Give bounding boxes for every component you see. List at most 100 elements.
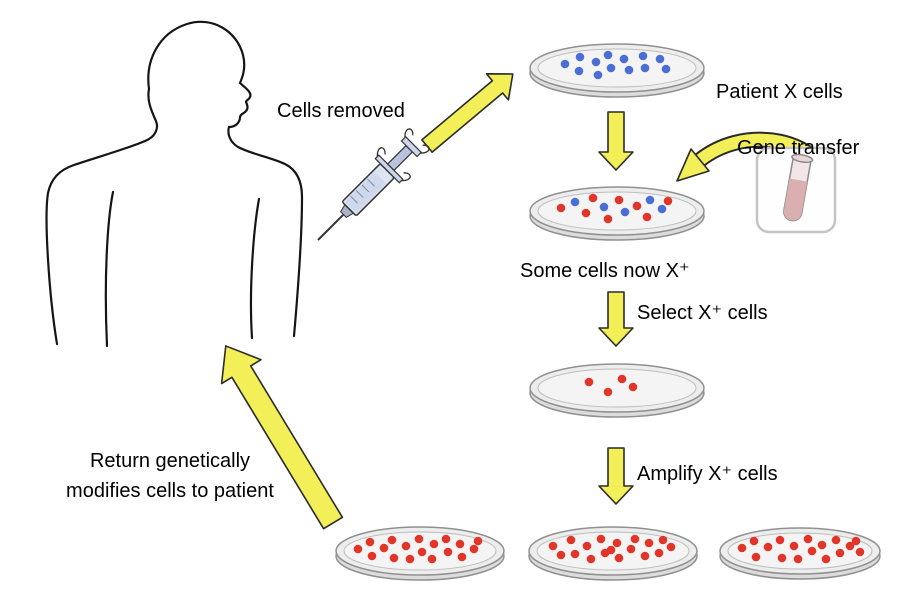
blue-cell-dot — [593, 70, 603, 80]
petri-dish-gene-transferred-cells — [529, 186, 705, 241]
red-cell-dot — [803, 534, 813, 544]
red-cell-dot — [365, 537, 375, 547]
red-cell-dot — [556, 550, 566, 560]
petri-dish-amplified-cells-1 — [335, 526, 505, 581]
red-cell-dot — [831, 535, 841, 545]
blue-cell-dot — [657, 204, 667, 214]
arrow-amplify-cells — [598, 447, 634, 505]
red-cell-dot — [401, 541, 411, 551]
blue-cell-dot — [560, 59, 570, 69]
red-cell-dot — [441, 534, 451, 544]
red-cell-dot — [614, 553, 624, 563]
red-cell-dot — [851, 536, 861, 546]
red-cell-dot — [469, 544, 479, 554]
red-cell-dot — [389, 553, 399, 563]
red-cell-dot — [586, 554, 596, 564]
red-cell-dot — [644, 538, 654, 548]
red-cell-dot — [455, 539, 465, 549]
red-cell-dot — [387, 535, 397, 545]
red-cell-dot — [429, 539, 439, 549]
red-cell-dot — [630, 534, 640, 544]
label-return-line2: modifies cells to patient — [66, 480, 274, 502]
blue-cell-dot — [574, 66, 584, 76]
blue-cell-dot — [619, 54, 629, 64]
label-select-x-cells: Select X⁺ cells — [637, 302, 768, 324]
petri-dish-patient-cells — [529, 43, 705, 98]
syringe-plunger — [386, 144, 414, 172]
red-cell-dot — [658, 535, 668, 545]
label-cells-removed: Cells removed — [277, 100, 405, 122]
red-cell-dot — [582, 541, 592, 551]
red-cell-dot — [845, 541, 855, 551]
red-cell-dot — [628, 382, 638, 392]
red-cell-dot — [612, 538, 622, 548]
label-return-line1: Return genetically — [89, 450, 251, 472]
blue-cell-dot — [640, 63, 650, 73]
red-cell-dot — [614, 195, 624, 205]
blue-cell-dot — [645, 195, 655, 205]
red-cell-dot — [640, 551, 650, 561]
red-cell-dot — [606, 545, 616, 555]
red-cell-dot — [775, 535, 785, 545]
blue-cell-dot — [624, 65, 634, 75]
red-cell-dot — [821, 554, 831, 564]
red-cell-dot — [353, 544, 363, 554]
red-cell-dot — [581, 208, 591, 218]
red-cell-dot — [855, 547, 865, 557]
red-cell-dot — [663, 196, 673, 206]
red-cell-dot — [588, 193, 598, 203]
arrow-select-cells — [598, 291, 634, 347]
arrow-return-to-patient — [220, 345, 344, 530]
arrow-cells-removed — [421, 73, 514, 153]
petri-dish-amplified-cells-3 — [719, 527, 881, 580]
label-return-cells: Return genetically modifies cells to pat… — [25, 446, 315, 506]
red-cell-dot — [817, 540, 827, 550]
red-cell-dot — [414, 534, 424, 544]
human-body-outline — [45, 20, 304, 348]
red-cell-dot — [566, 535, 576, 545]
red-cell-dot — [654, 548, 664, 558]
blue-cell-dot — [575, 52, 585, 62]
red-cell-dot — [367, 551, 377, 561]
red-cell-dot — [405, 554, 415, 564]
red-cell-dot — [548, 541, 558, 551]
red-cell-dot — [807, 546, 817, 556]
red-cell-dot — [751, 552, 761, 562]
blue-cell-dot — [606, 63, 616, 73]
red-cell-dot — [584, 377, 594, 387]
arrow-to-gene-transfer-dish — [598, 111, 634, 171]
blue-cell-dot — [570, 197, 580, 207]
blue-cell-dot — [655, 54, 665, 64]
red-cell-dot — [632, 201, 642, 211]
blue-cell-dot — [620, 207, 630, 217]
petri-dish-layer — [335, 43, 881, 581]
red-cell-dot — [626, 544, 636, 554]
blue-cell-dot — [591, 57, 601, 67]
blue-cell-dot — [599, 202, 609, 212]
blue-cell-dot — [661, 64, 671, 74]
red-cell-dot — [835, 548, 845, 558]
red-cell-dot — [556, 203, 566, 213]
blue-cell-dot — [638, 51, 648, 61]
red-cell-dot — [617, 374, 627, 384]
syringe-icon — [317, 128, 430, 241]
petri-dish-selected-cells — [529, 363, 705, 418]
red-cell-dot — [763, 542, 773, 552]
red-cell-dot — [417, 547, 427, 557]
label-gene-transfer: Gene transfer — [737, 137, 860, 159]
red-cell-dot — [443, 547, 453, 557]
red-cell-dot — [777, 553, 787, 563]
red-cell-dot — [789, 541, 799, 551]
red-cell-dot — [570, 549, 580, 559]
red-cell-dot — [603, 214, 613, 224]
label-amplify-x-cells: Amplify X⁺ cells — [637, 463, 778, 485]
red-cell-dot — [737, 543, 747, 553]
syringe-needle — [317, 213, 345, 241]
red-cell-dot — [473, 536, 483, 546]
label-some-cells-now-x: Some cells now X⁺ — [520, 260, 690, 282]
red-cell-dot — [749, 536, 759, 546]
red-cell-dot — [427, 554, 437, 564]
red-cell-dot — [603, 387, 613, 397]
